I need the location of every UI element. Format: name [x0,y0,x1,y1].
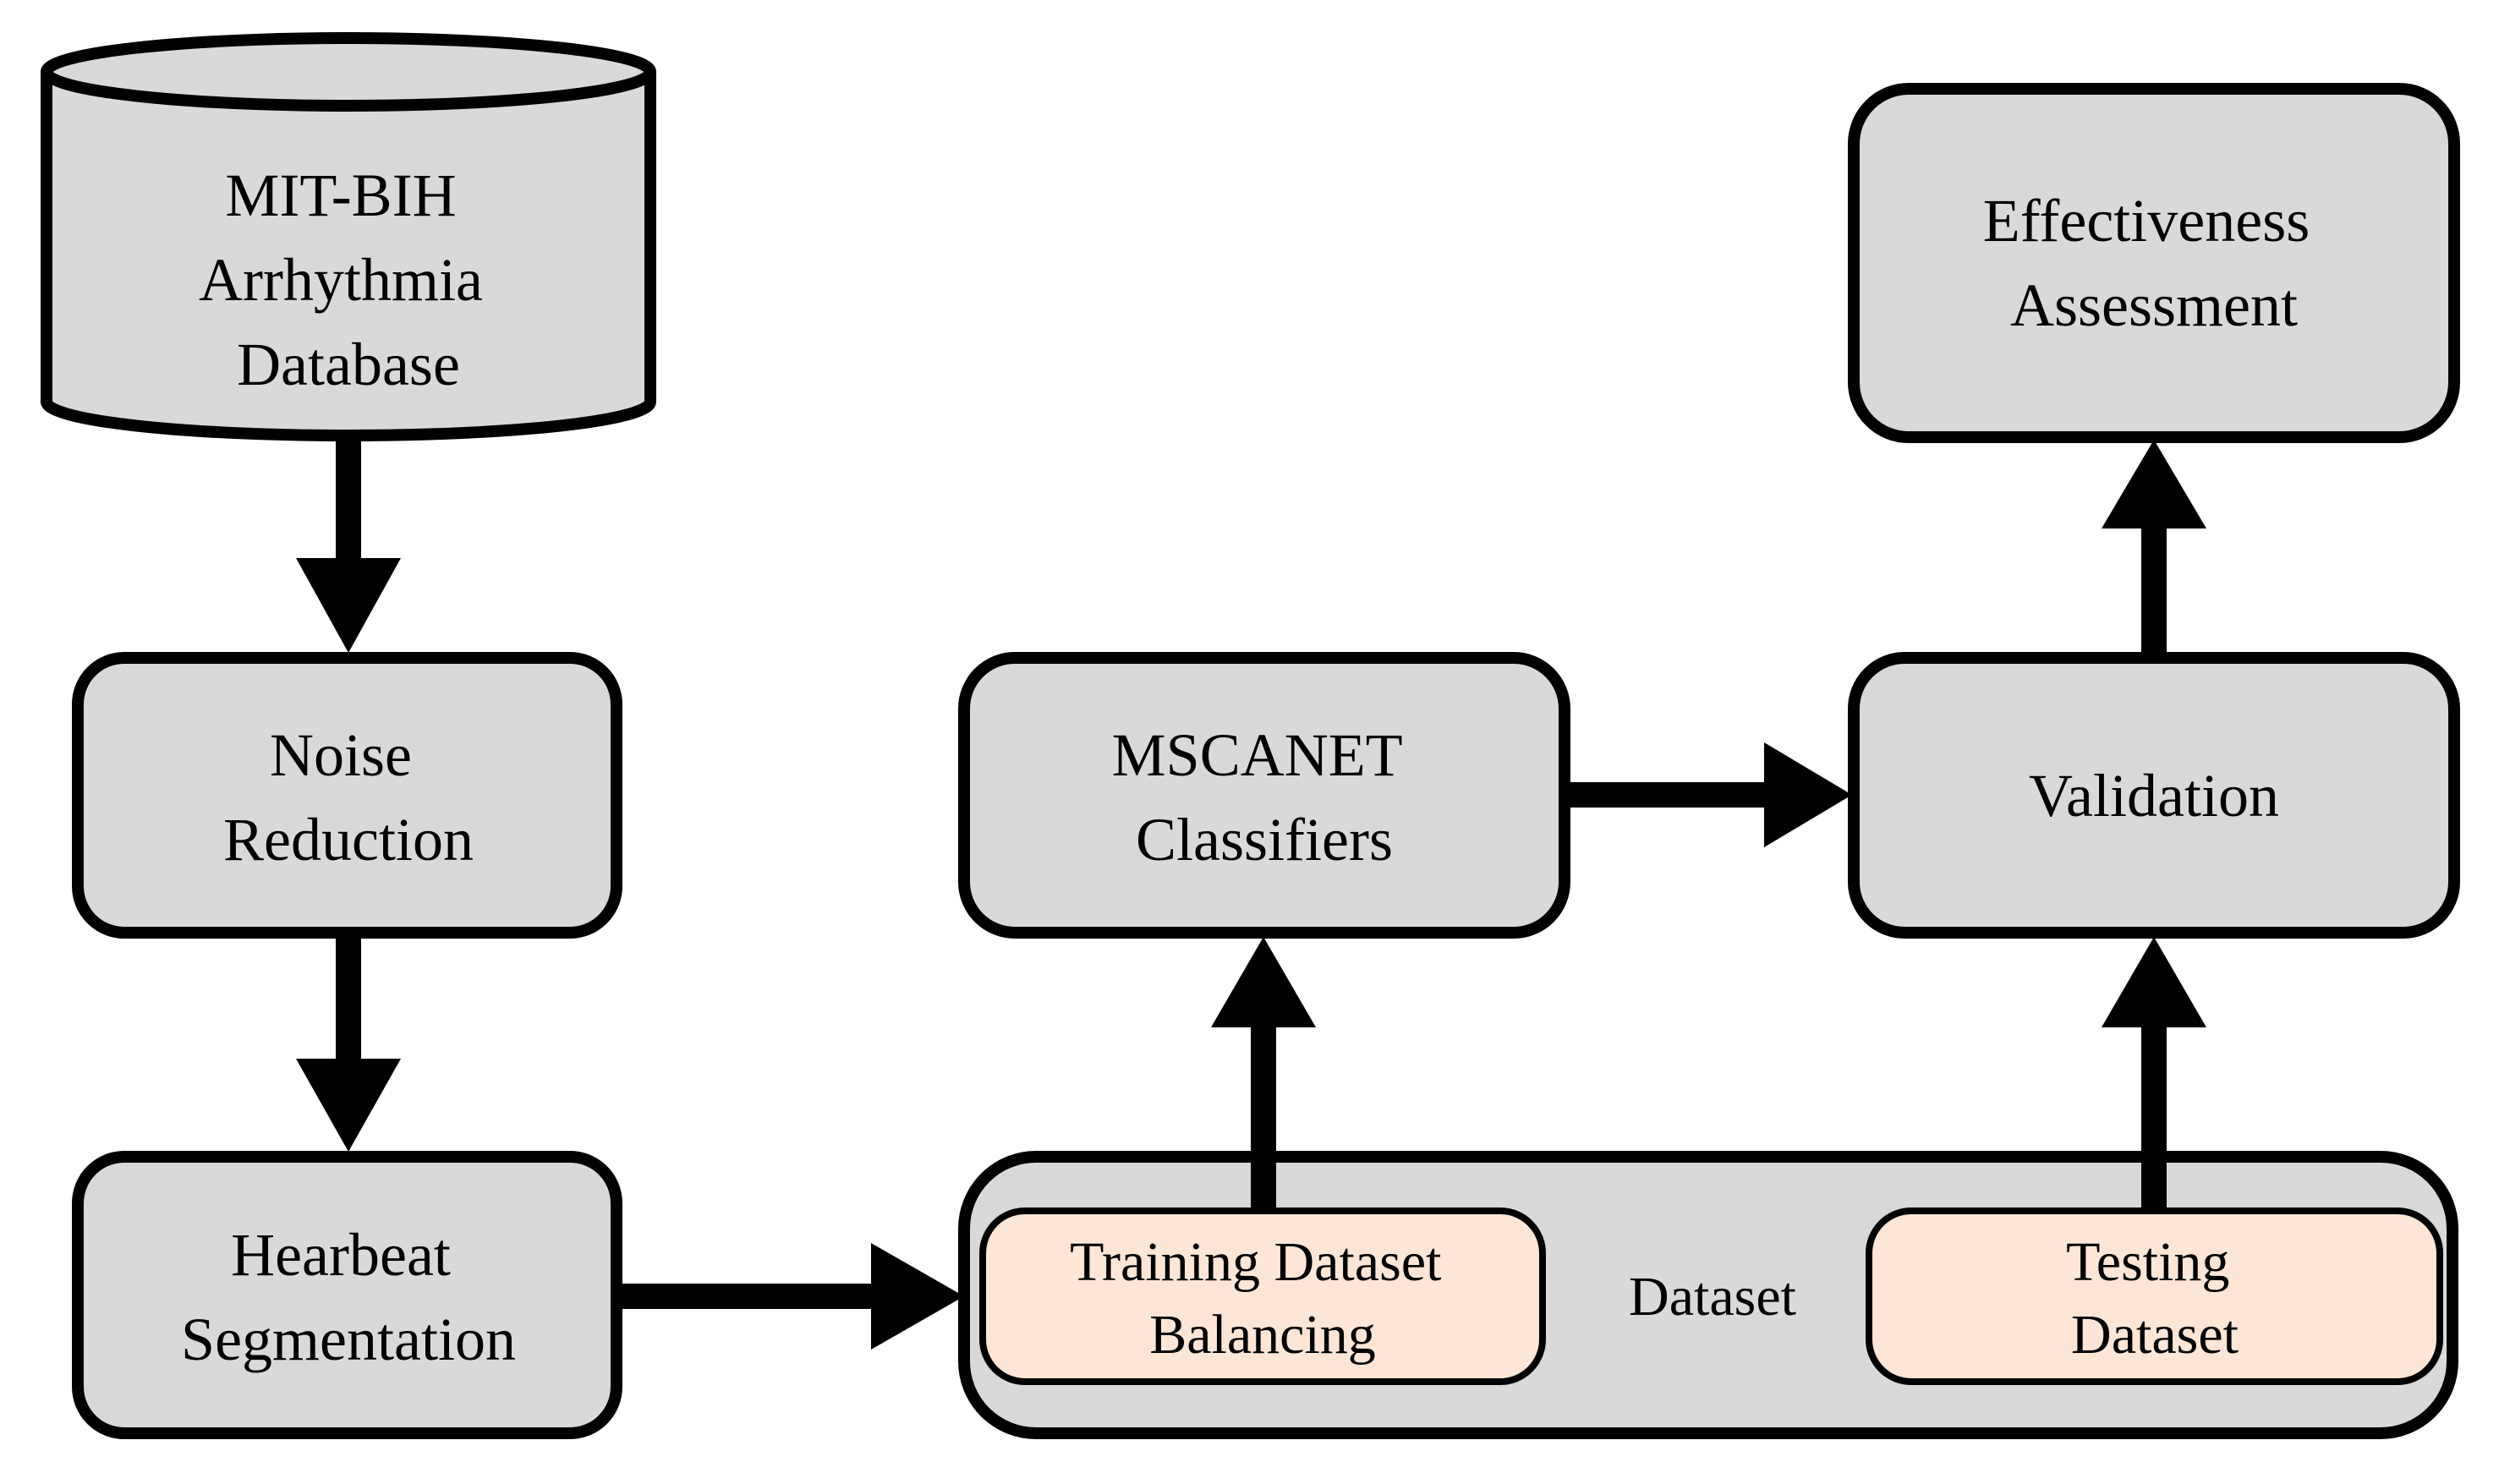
svg-text:Testing Dataset: Testing Dataset [2066,1231,2244,1366]
testing-dataset-node: Testing Dataset [1866,1207,2443,1385]
database-label-line3: Database [237,331,460,398]
effectiveness-node: Effectiveness Assessment [1848,83,2460,443]
arrow-classifiers-to-validation [1569,742,1852,847]
arrow-testing-to-validation [2102,937,2206,1211]
svg-text:MIT-BIH Arrhythmia: MIT-BIH Arrhythmia Database [199,162,498,398]
classifiers-box [958,652,1570,939]
svg-text:MSCANET Classifiers: MSCANET Classifiers [1112,721,1417,873]
classifiers-line2: Classifiers [1136,806,1393,873]
database-label-line1: MIT-BIH [225,162,456,229]
database-label-line2: Arrhythmia [199,246,483,314]
svg-text:Effectiveness Assessment: Effectiveness Assessment [1983,187,2326,339]
arrow-segmentation-to-dataset [622,1243,964,1350]
validation-box [1848,652,2460,939]
svg-text:Training Dataset Balanci: Training Dataset Balancing [1070,1231,1455,1366]
classifiers-line1: MSCANET [1112,721,1402,789]
testing-dataset-line2: Dataset [2071,1304,2239,1366]
arrow-database-to-noise [296,438,401,653]
effectiveness-line1: Effectiveness [1983,187,2310,255]
testing-dataset-line1: Testing [2066,1231,2229,1293]
segmentation-box [72,1151,622,1439]
noise-reduction-node: Noise Reduction [72,652,622,939]
database-cylinder-top [41,32,656,112]
training-dataset-line1: Training Dataset [1070,1231,1441,1293]
effectiveness-box [1848,83,2460,443]
training-dataset-line2: Balancing [1149,1304,1376,1366]
arrow-noise-to-segmentation [296,939,401,1152]
svg-text:Hearbeat Segmentation: Hearbeat Segmentation [181,1221,516,1373]
dataset-label: Dataset [1629,1266,1796,1328]
database-cylinder-body [41,72,656,441]
arrow-training-to-classifiers [1211,937,1316,1211]
noise-reduction-box [72,652,622,939]
segmentation-line2: Segmentation [181,1306,516,1373]
validation-node: Validation [1848,652,2460,939]
noise-reduction-line1: Noise [270,721,412,789]
arrow-validation-to-effectiveness [2102,440,2206,655]
validation-label: Validation [2029,762,2279,830]
database-node: MIT-BIH Arrhythmia Database [41,32,656,441]
svg-text:Noise Reduction: Noise Reduction [223,721,474,873]
segmentation-node: Hearbeat Segmentation [72,1151,622,1439]
noise-reduction-line2: Reduction [223,806,474,873]
effectiveness-line2: Assessment [2010,271,2298,339]
classifiers-node: MSCANET Classifiers [958,652,1570,939]
segmentation-line1: Hearbeat [231,1221,451,1289]
training-dataset-node: Training Dataset Balancing [979,1207,1546,1385]
